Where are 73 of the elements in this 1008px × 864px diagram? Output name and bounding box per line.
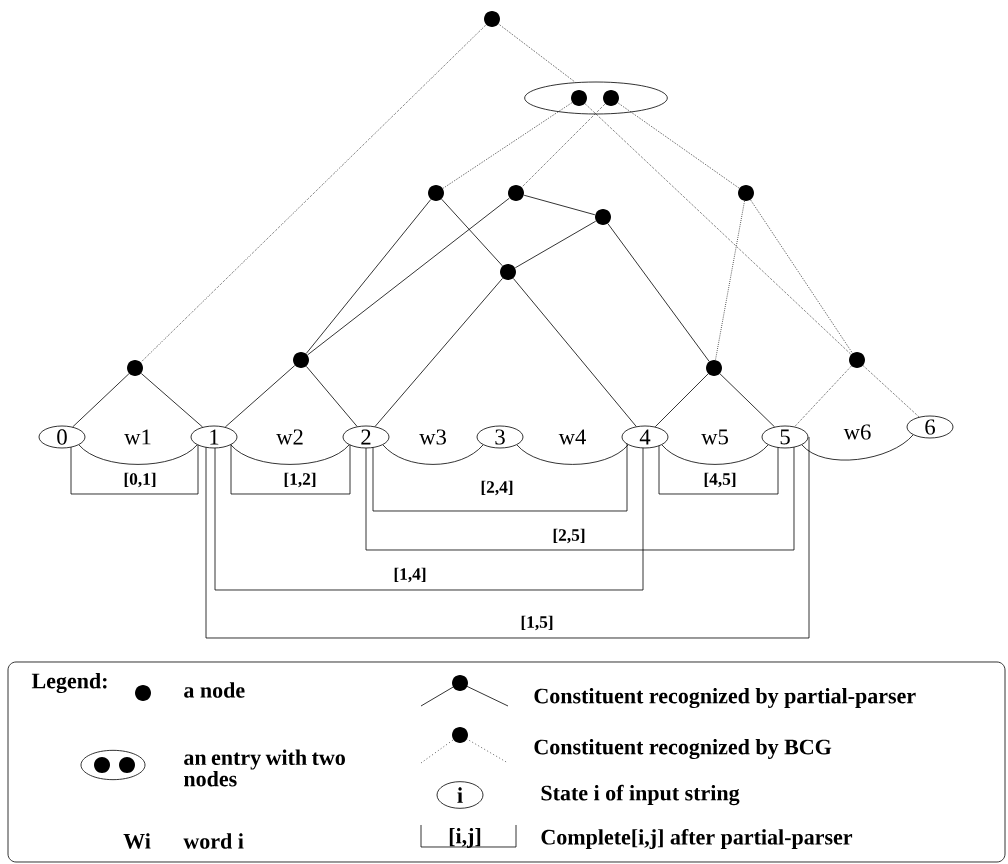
tree-branch: [584, 103, 852, 355]
tree-branch: [442, 102, 573, 189]
node-dot: [738, 185, 754, 201]
node-dot: [484, 11, 500, 27]
span-bracket: [230, 444, 351, 495]
word-label: w5: [701, 429, 728, 445]
node-dot: [603, 90, 619, 106]
tree-branch: [441, 198, 503, 267]
bracket-label: [4,5]: [704, 472, 736, 488]
legend-text: Complete[i,j] after partial-parser: [541, 828, 853, 850]
tree-branch: [374, 277, 503, 427]
word-label: w2: [276, 429, 303, 445]
tree-branch: [750, 199, 853, 354]
span-bracket: [365, 446, 795, 551]
tree-branch: [654, 373, 709, 428]
tree-branch: [72, 373, 130, 428]
legend-text: Constituent recognized by partial-parser: [534, 687, 916, 709]
tree-branch: [140, 24, 487, 363]
word-arc: [230, 444, 350, 465]
span-bracket: [372, 443, 628, 512]
bracket-label: [2,5]: [553, 528, 585, 544]
legend-text: Constituent recognized by BCG: [534, 738, 832, 760]
node-dot: [127, 360, 143, 376]
node-dot: [571, 90, 587, 106]
tree-branch: [607, 223, 710, 362]
legend-text: word i: [183, 833, 244, 849]
span-bracket: [214, 447, 644, 591]
word-arc: [78, 444, 198, 465]
tree-branch: [523, 194, 596, 216]
word-label: w3: [419, 429, 446, 445]
word-arc: [516, 444, 629, 465]
span-bracket: [658, 445, 779, 495]
entry-ellipse: [524, 81, 668, 115]
span-bracket: [70, 444, 199, 495]
tree-branch: [862, 365, 920, 418]
legend-title: Legend:: [31, 672, 107, 694]
word-label: w1: [124, 429, 151, 445]
node-dot: [508, 185, 524, 201]
legend-sample-label: Wi: [123, 833, 151, 849]
node-dot: [706, 360, 722, 376]
tree-branch: [305, 199, 432, 354]
tree-branch: [521, 103, 606, 188]
legend-text: an entry with two nodes: [184, 749, 345, 787]
word-label: w4: [558, 429, 586, 445]
node-dot: [849, 352, 865, 368]
word-arc: [661, 444, 769, 465]
tree-branch: [514, 220, 597, 269]
tree-branch: [224, 365, 296, 428]
node-dot: [500, 264, 516, 280]
tree-branch: [617, 102, 740, 189]
tree-branch: [307, 197, 510, 356]
tree-branch: [498, 23, 576, 83]
bracket-label: [1,5]: [521, 615, 553, 631]
node-dot: [428, 185, 444, 201]
bracket-label: [0,1]: [124, 472, 156, 488]
bracket-label: [1,4]: [394, 567, 426, 583]
tree-branch: [140, 373, 203, 428]
word-arc: [801, 434, 914, 461]
legend-text: a node: [184, 682, 245, 698]
legend-sample-label: [i,j]: [449, 828, 481, 848]
node-dot: [293, 352, 309, 368]
tree-branch: [512, 278, 637, 427]
span-bracket: [205, 436, 810, 639]
word-label: w6: [843, 424, 871, 440]
word-arc: [382, 444, 484, 465]
bracket-label: [2,4]: [481, 480, 513, 496]
tree-branch: [719, 373, 775, 428]
node-dot: [595, 209, 611, 225]
tree-branch: [715, 200, 745, 361]
tree-branch: [794, 365, 852, 428]
legend-text: State i of input string: [541, 784, 740, 806]
tree-branch: [306, 366, 358, 427]
bracket-label: [1,2]: [284, 472, 316, 488]
